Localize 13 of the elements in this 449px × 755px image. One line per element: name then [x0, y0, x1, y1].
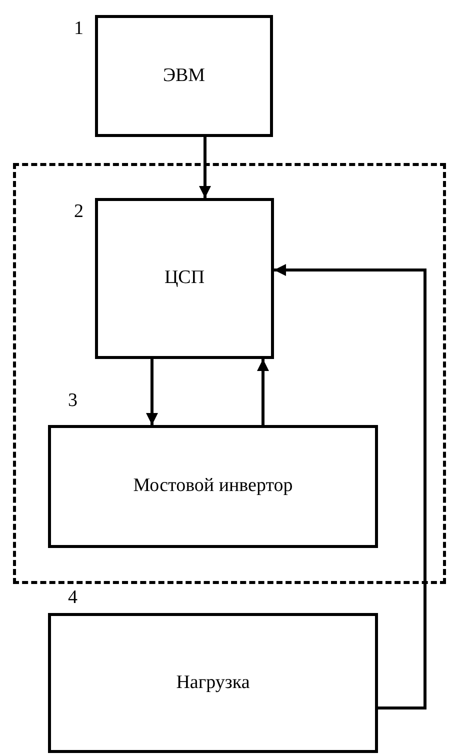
- dashed-group-frame: [13, 163, 446, 584]
- callout-number: 2: [74, 201, 84, 223]
- callout-number: 3: [68, 390, 78, 412]
- box-label: ЦСП: [164, 266, 205, 290]
- box-label: Мостовой инвертор: [133, 474, 293, 498]
- box-label: ЭВМ: [162, 64, 206, 88]
- arrow: [274, 264, 426, 710]
- arrow: [146, 359, 158, 425]
- box-label: Нагрузка: [176, 670, 250, 695]
- callout-number: 4: [68, 587, 78, 609]
- callout-number: 1: [74, 18, 84, 40]
- arrow: [257, 359, 269, 425]
- arrow: [199, 137, 211, 198]
